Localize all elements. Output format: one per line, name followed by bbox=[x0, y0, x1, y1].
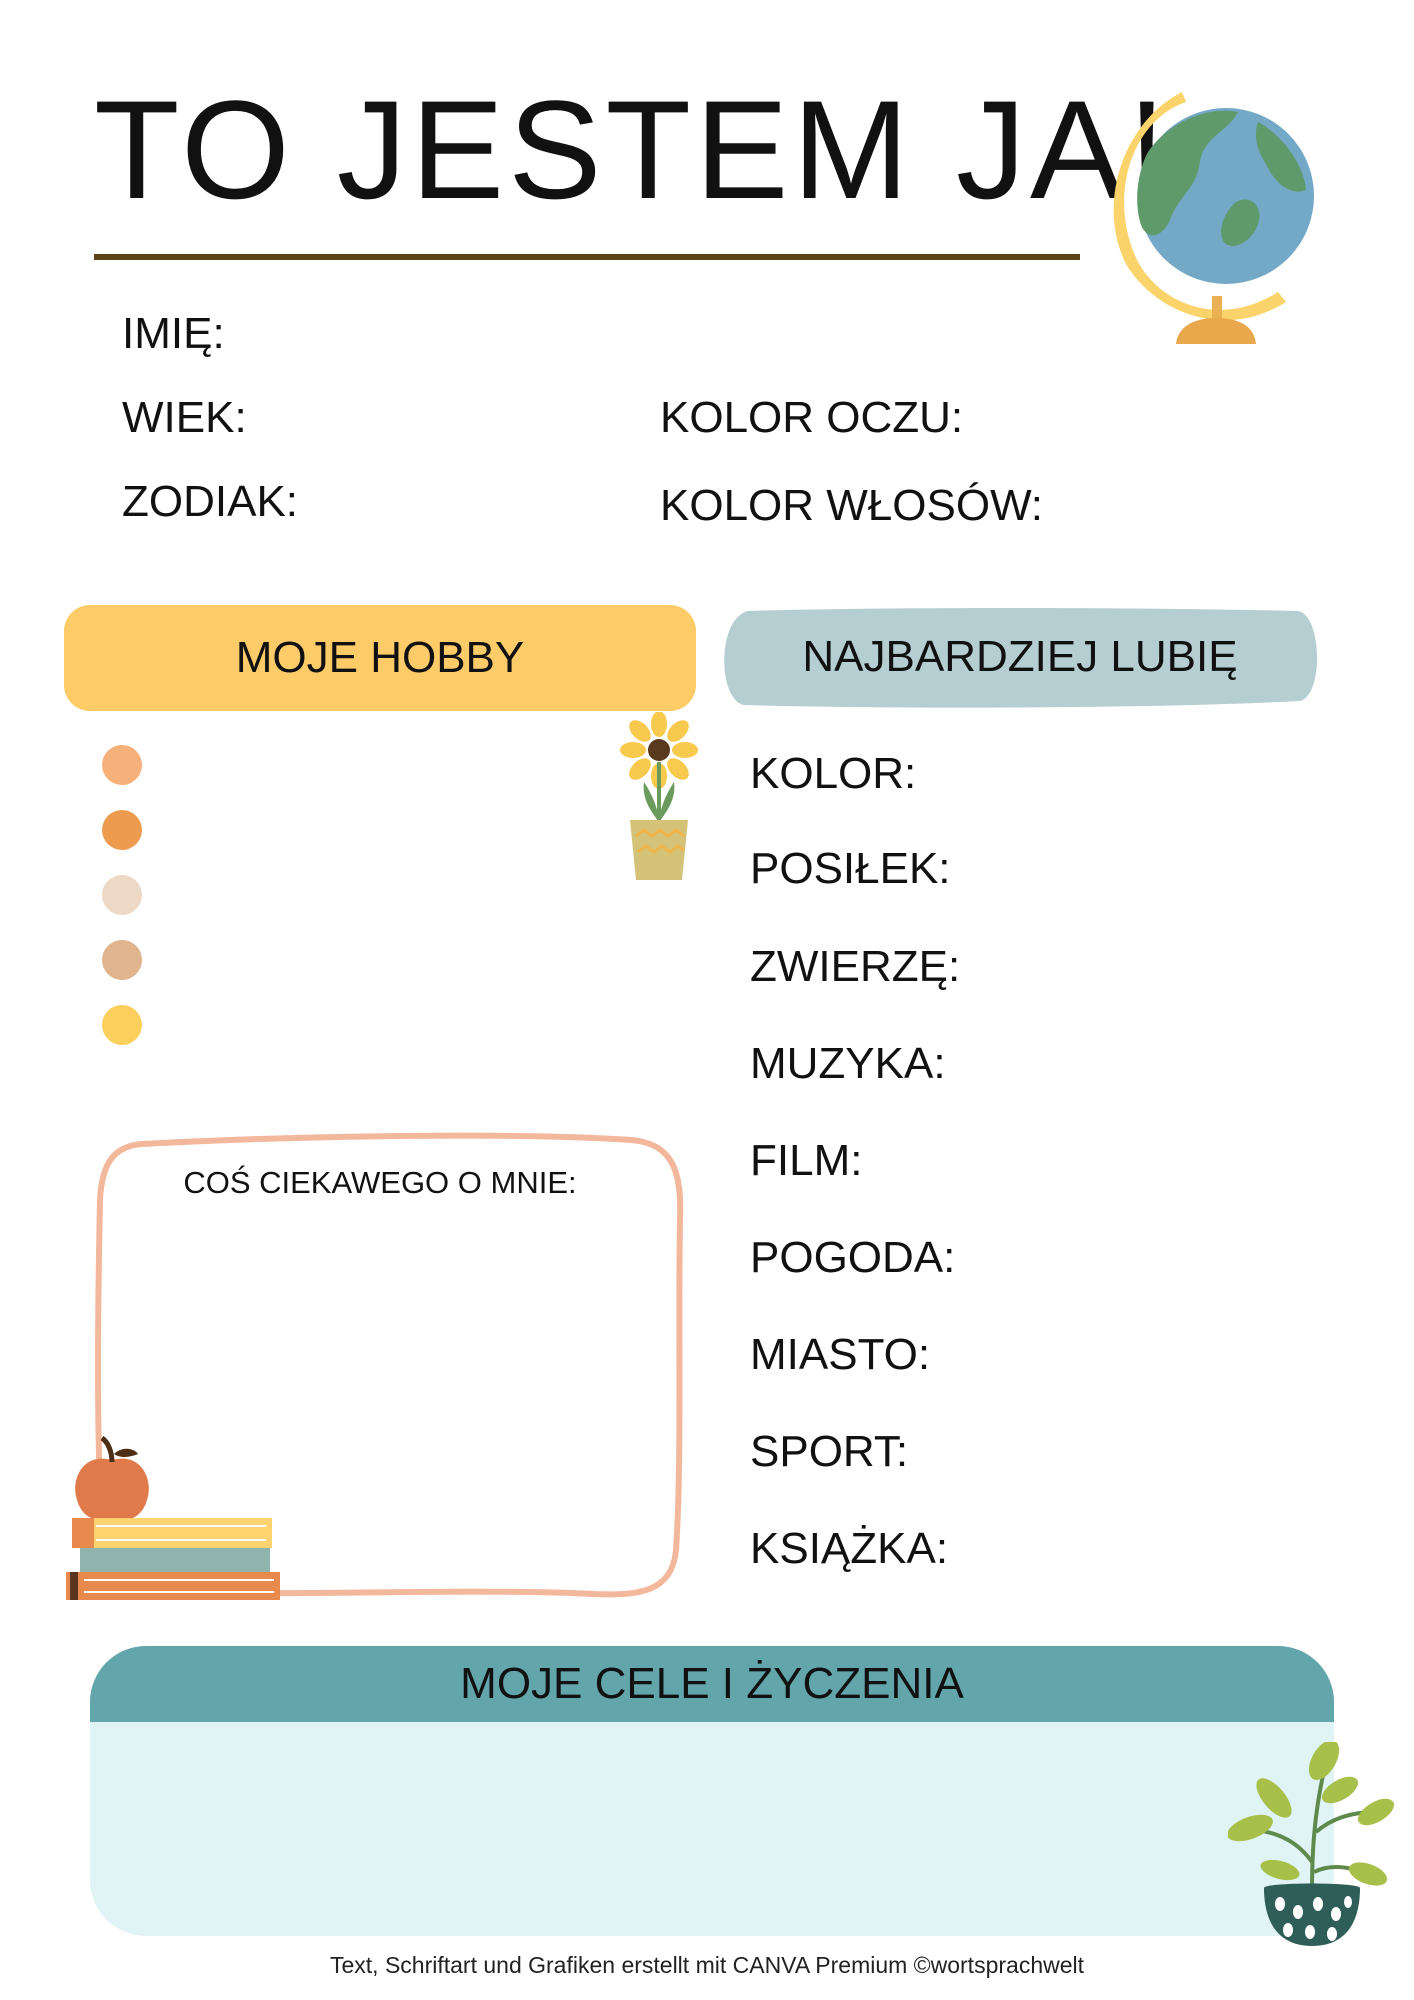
likes-title: NAJBARDZIEJ LUBIĘ bbox=[802, 632, 1238, 681]
footer-credit: Text, Schriftart und Grafiken erstellt m… bbox=[329, 1952, 1085, 1978]
goals-box: MOJE CELE I ŻYCZENIA bbox=[90, 1646, 1334, 1936]
eye-color-label: KOLOR OCZU: bbox=[660, 393, 964, 442]
page-title: TO JESTEM JA! bbox=[94, 71, 1171, 228]
fact-box bbox=[95, 1132, 684, 1598]
name-label: IMIĘ: bbox=[122, 309, 225, 358]
like-item-animal: ZWIERZĘ: bbox=[750, 942, 961, 991]
goals-title: MOJE CELE I ŻYCZENIA bbox=[460, 1659, 964, 1708]
hobby-bullet bbox=[102, 810, 142, 850]
globe-icon bbox=[1113, 92, 1314, 344]
likes-header: NAJBARDZIEJ LUBIĘ bbox=[718, 605, 1322, 709]
like-item-meal: POSIŁEK: bbox=[750, 844, 951, 893]
title-underline bbox=[94, 254, 1080, 260]
hobby-bullet bbox=[102, 940, 142, 980]
hobby-header: MOJE HOBBY bbox=[64, 605, 696, 711]
zodiac-label: ZODIAK: bbox=[122, 477, 299, 526]
like-item-color: KOLOR: bbox=[750, 749, 917, 798]
hobby-bullet bbox=[102, 745, 142, 785]
like-item-book: KSIĄŻKA: bbox=[750, 1524, 949, 1573]
goals-header: MOJE CELE I ŻYCZENIA bbox=[90, 1646, 1334, 1722]
like-item-film: FILM: bbox=[750, 1136, 863, 1185]
like-item-weather: POGODA: bbox=[750, 1233, 956, 1282]
like-item-music: MUZYKA: bbox=[750, 1039, 946, 1088]
age-label: WIEK: bbox=[122, 393, 247, 442]
potted-plant-icon bbox=[1228, 1742, 1395, 1946]
hobby-bullet bbox=[102, 1005, 142, 1045]
like-item-sport: SPORT: bbox=[750, 1427, 909, 1476]
like-item-city: MIASTO: bbox=[750, 1330, 931, 1379]
hobby-title: MOJE HOBBY bbox=[235, 633, 525, 682]
apple-books-icon bbox=[66, 1435, 280, 1600]
hair-color-label: KOLOR WŁOSÓW: bbox=[660, 481, 1044, 530]
sunflower-pot-icon bbox=[620, 712, 698, 880]
fact-label: COŚ CIEKAWEGO O MNIE: bbox=[183, 1165, 577, 1200]
hobby-bullet bbox=[102, 875, 142, 915]
